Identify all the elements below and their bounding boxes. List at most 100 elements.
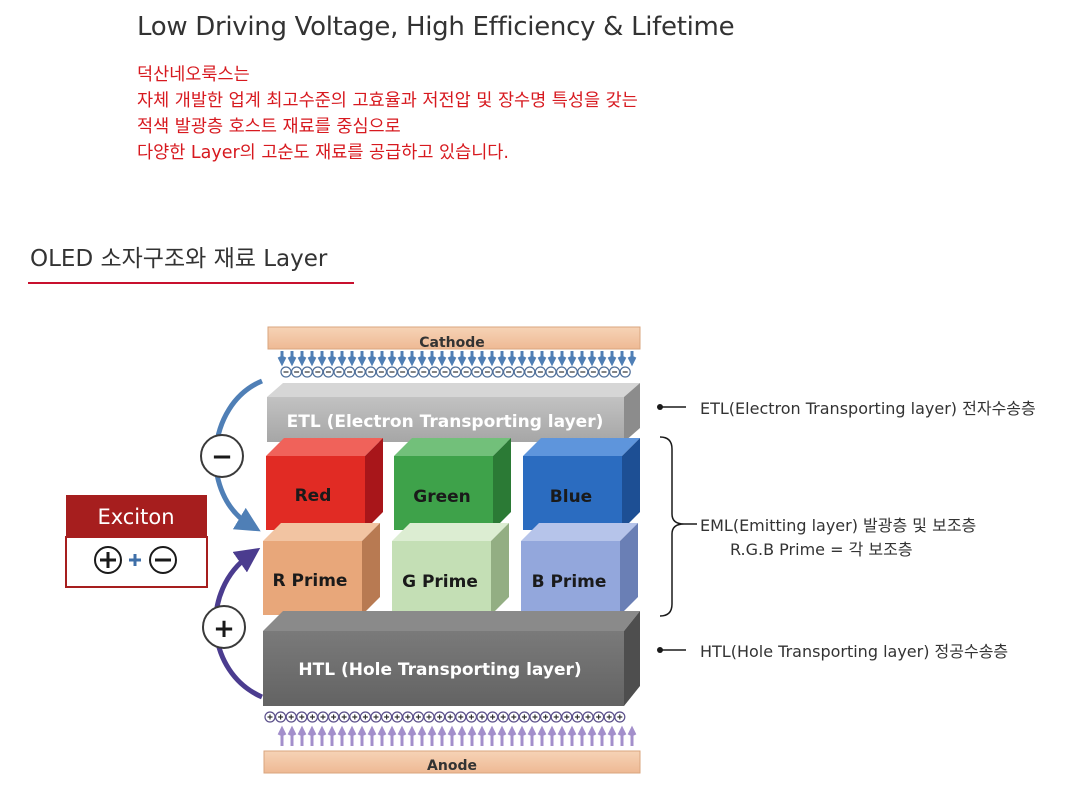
hole-arrow-icon <box>577 725 587 746</box>
hole-sign <box>574 714 580 720</box>
hole-sign <box>426 714 432 720</box>
hole-sign <box>532 714 538 720</box>
electron-arrow-icon <box>577 351 587 367</box>
electron-arrow-icon <box>607 351 617 367</box>
hole-sign <box>267 714 273 720</box>
hole-arrow-icon <box>327 725 337 746</box>
hole-arrow-icon <box>467 725 477 746</box>
hole-arrow-icon <box>397 725 407 746</box>
electron-arrow-icon <box>317 351 327 367</box>
hole-sign <box>331 714 337 720</box>
hole-sign <box>521 714 527 720</box>
r-prime-label: R Prime <box>273 571 348 591</box>
hole-sign <box>543 714 549 720</box>
hole-arrow-icon <box>507 725 517 746</box>
intro-line: 덕산네오룩스는 <box>137 65 250 85</box>
electron-arrow-icon <box>427 351 437 367</box>
electron-arrow-icon <box>357 351 367 367</box>
hole-sign <box>341 714 347 720</box>
electron-arrow-icon <box>457 351 467 367</box>
hole-arrow-icon <box>537 725 547 746</box>
electron-particles <box>280 366 631 378</box>
hole-sign <box>437 714 443 720</box>
exciton-box: Exciton <box>65 495 208 588</box>
hole-arrow-icon <box>567 725 577 746</box>
electron-arrow-icon <box>437 351 447 367</box>
electron-arrow-icon <box>297 351 307 367</box>
hole-sign <box>320 714 326 720</box>
hole-sign <box>309 714 315 720</box>
hole-particles <box>264 711 626 723</box>
hole-arrow-icon <box>377 725 387 746</box>
electron-arrow-icon <box>617 351 627 367</box>
hole-arrow-icon <box>337 725 347 746</box>
hole-arrow-icon <box>547 725 557 746</box>
hole-sign <box>564 714 570 720</box>
electron-arrow-icon <box>477 351 487 367</box>
hole-arrow-icon <box>617 725 627 746</box>
minus-sign-icon: − <box>211 442 233 472</box>
g-prime-layer: G Prime <box>392 523 509 615</box>
hole-sign <box>394 714 400 720</box>
legend-htl: HTL(Hole Transporting layer) 정공수송층 <box>657 642 1008 661</box>
legend-eml: EML(Emitting layer) 발광층 및 보조층 R.G.B Prim… <box>659 436 976 617</box>
hole-sign <box>596 714 602 720</box>
hole-arrow-icon <box>277 725 287 746</box>
cathode-layer: Cathode <box>267 326 641 351</box>
blue-label: Blue <box>550 487 592 507</box>
hole-arrow-icon <box>587 725 597 746</box>
hole-plus-badge: + <box>202 605 246 649</box>
hole-arrow-icon <box>447 725 457 746</box>
hole-sign <box>617 714 623 720</box>
electron-arrow-icon <box>557 351 567 367</box>
red-emitter: Red <box>266 438 383 530</box>
red-label: Red <box>295 486 332 506</box>
electron-arrow-icon <box>567 351 577 367</box>
hole-sign <box>447 714 453 720</box>
hole-sign <box>288 714 294 720</box>
electron-arrow-icon <box>507 351 517 367</box>
electron-arrow-icon <box>307 351 317 367</box>
b-prime-label: B Prime <box>532 572 607 592</box>
electron-arrow-icon <box>347 351 357 367</box>
hole-arrow-icon <box>417 725 427 746</box>
legend-eml-text: EML(Emitting layer) 발광층 및 보조층 <box>700 516 976 535</box>
anode-label: Anode <box>427 758 477 774</box>
r-prime-layer: R Prime <box>263 523 380 615</box>
hole-arrow-icon <box>427 725 437 746</box>
etl-label: ETL (Electron Transporting layer) <box>287 412 604 432</box>
electron-arrow-icon <box>467 351 477 367</box>
electron-arrow-icon <box>547 351 557 367</box>
hole-sign <box>468 714 474 720</box>
cathode-label: Cathode <box>419 335 485 351</box>
hole-arrow-icon <box>517 725 527 746</box>
hole-sign <box>490 714 496 720</box>
green-emitter: Green <box>394 438 511 530</box>
exciton-label: Exciton <box>97 505 174 529</box>
electron-arrow-icon <box>517 351 527 367</box>
hole-sign <box>362 714 368 720</box>
intro-line: 다양한 Layer의 고순도 재료를 공급하고 있습니다. <box>137 143 509 163</box>
legend-htl-text: HTL(Hole Transporting layer) 정공수송층 <box>700 642 1008 661</box>
hole-sign <box>479 714 485 720</box>
hole-sign <box>384 714 390 720</box>
electron-arrow-icon <box>497 351 507 367</box>
blue-emitter: Blue <box>523 438 640 530</box>
plus-icon <box>100 552 116 568</box>
hole-sign <box>352 714 358 720</box>
hole-sign <box>278 714 284 720</box>
htl-label: HTL (Hole Transporting layer) <box>298 660 581 680</box>
hole-sign <box>299 714 305 720</box>
hole-arrow-icon <box>367 725 377 746</box>
hole-sign <box>606 714 612 720</box>
hole-arrow-icon <box>527 725 537 746</box>
electron-arrow-icon <box>327 351 337 367</box>
anode-layer: Anode <box>263 750 641 774</box>
hole-arrow-icon <box>457 725 467 746</box>
hole-arrow-icon <box>477 725 487 746</box>
hole-sign <box>373 714 379 720</box>
electron-minus-badge: − <box>200 434 244 478</box>
hole-arrow-icon <box>487 725 497 746</box>
hole-arrow-icon <box>347 725 357 746</box>
